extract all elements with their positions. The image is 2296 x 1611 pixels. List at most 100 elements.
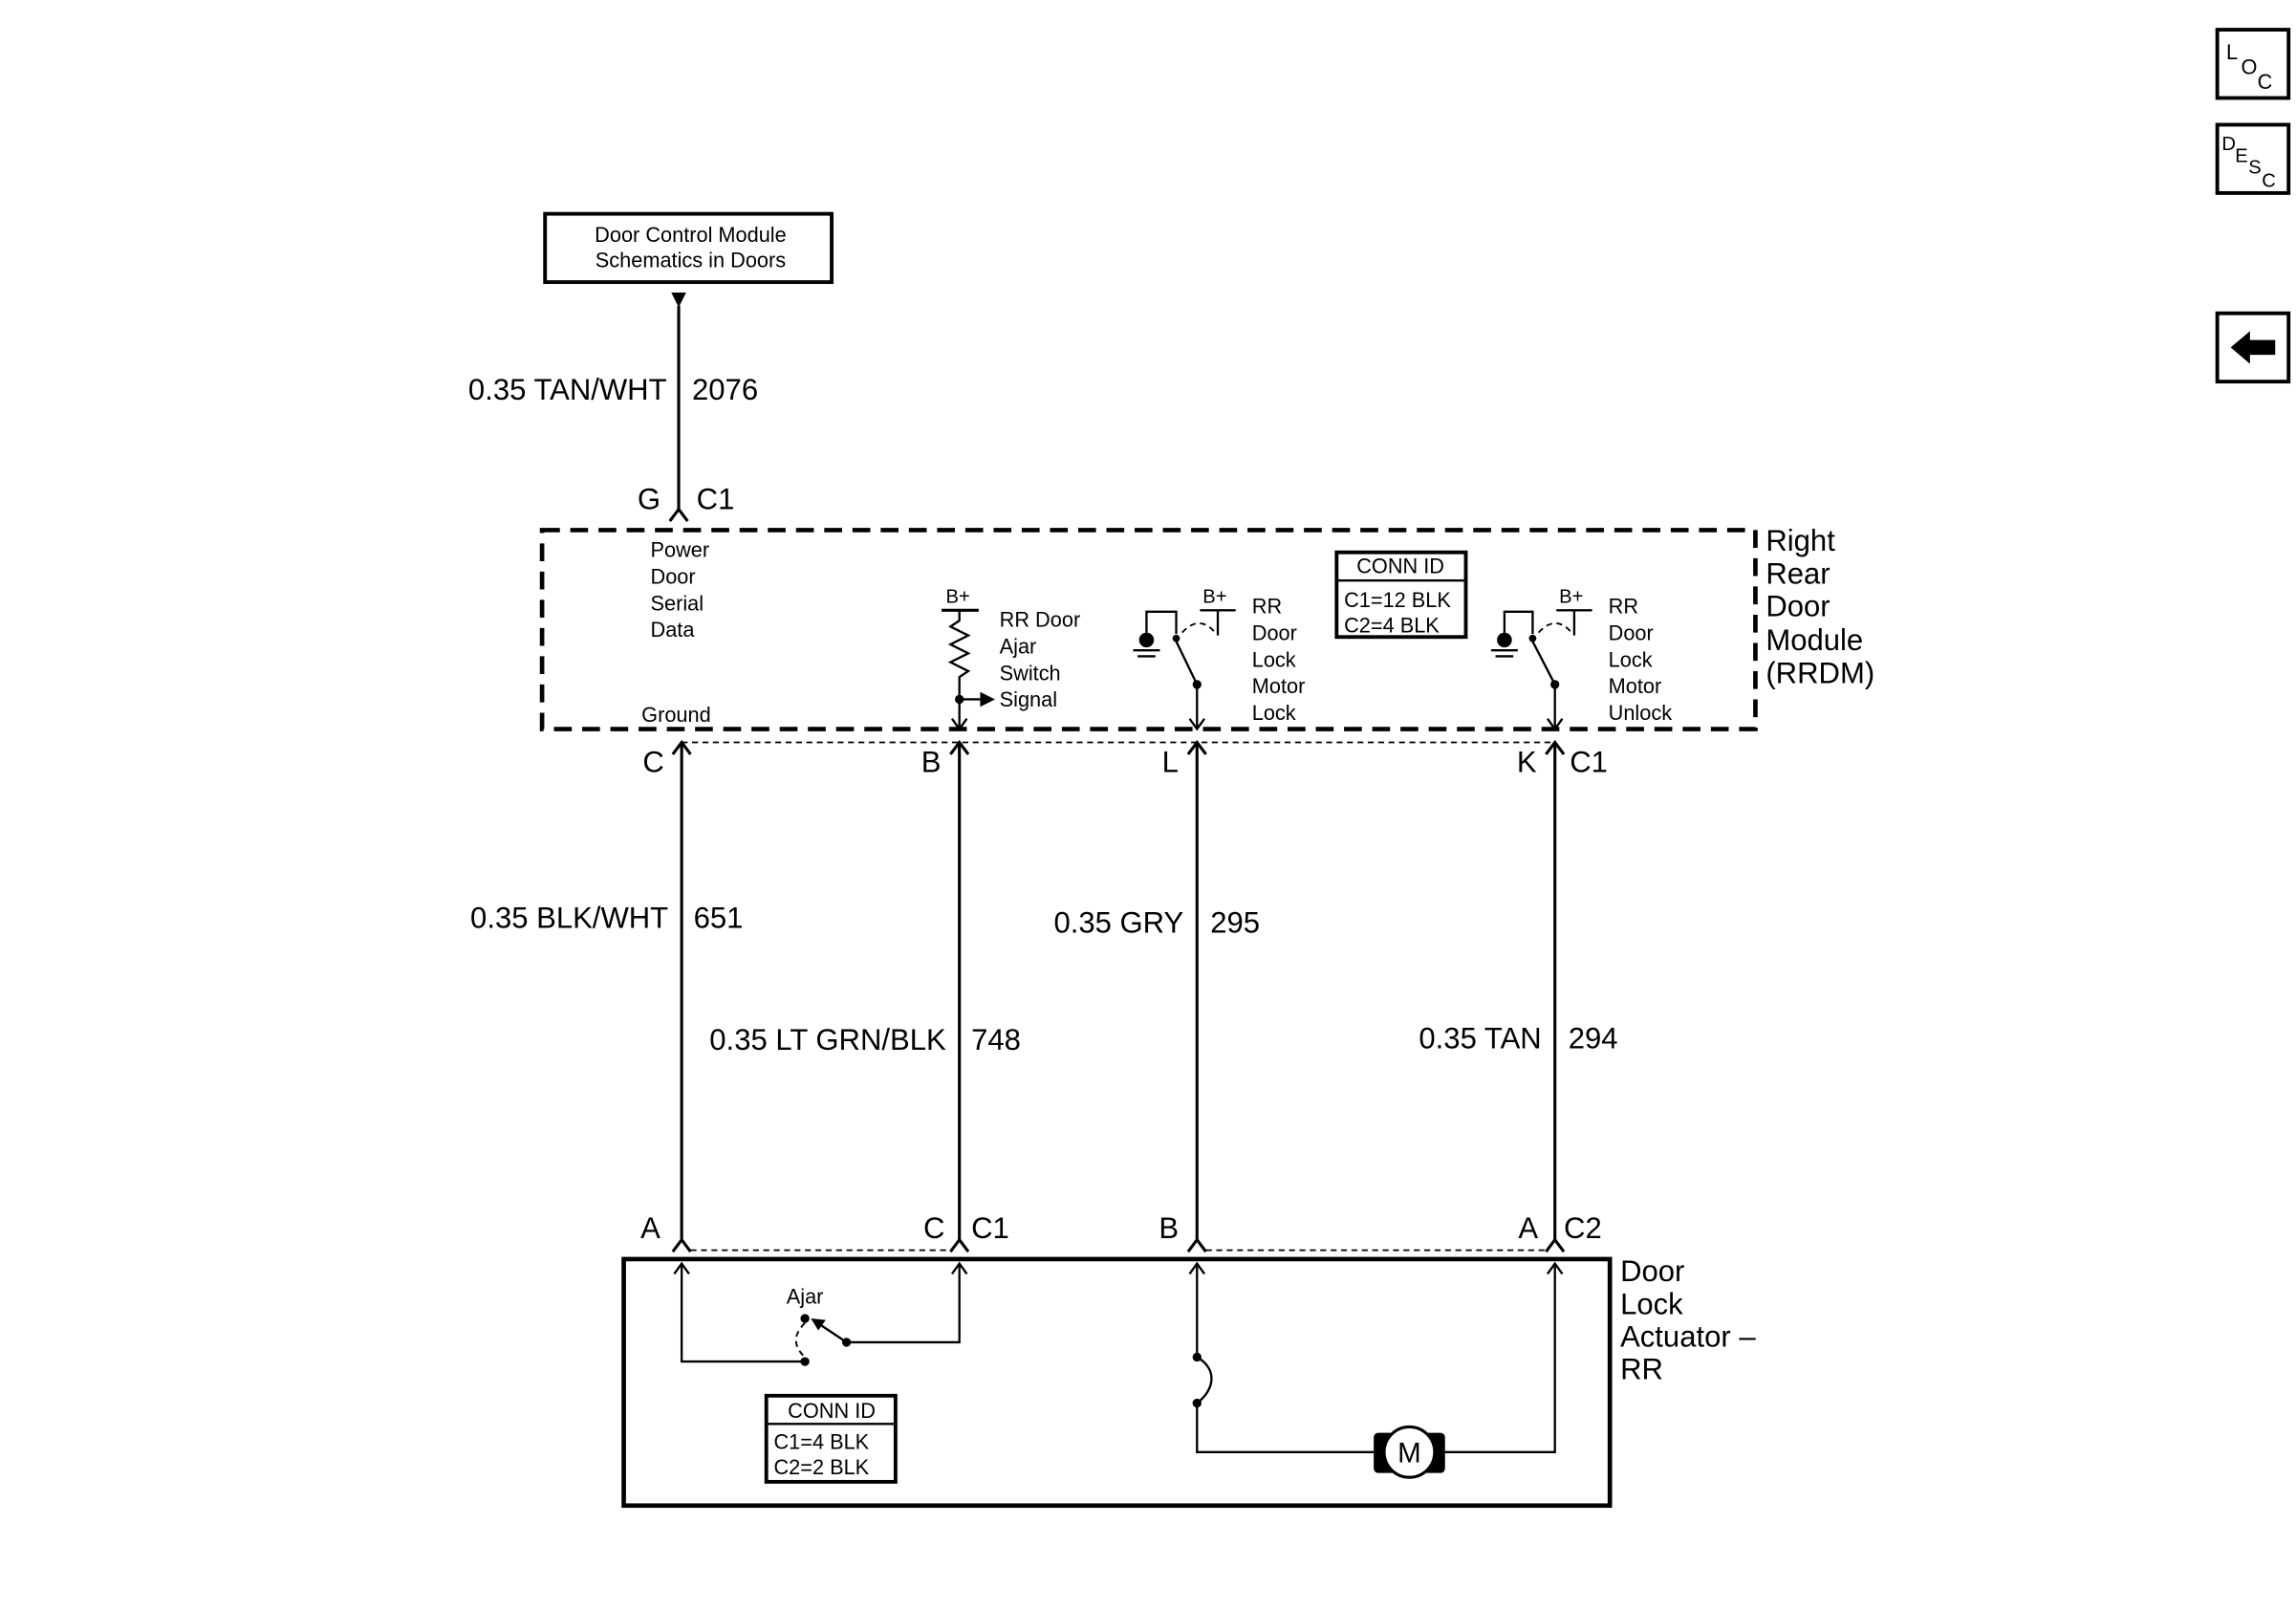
- b-plus-label: B+: [945, 587, 969, 608]
- serial-data-label: Serial: [651, 591, 704, 615]
- lock-motor-label: RR: [1252, 594, 1282, 618]
- reference-box-line2: Schematics in Doors: [596, 249, 786, 272]
- motor-label: M: [1397, 1438, 1421, 1469]
- connector-terminal: [1186, 1237, 1207, 1253]
- loc-button[interactable]: L O C: [2215, 28, 2291, 100]
- unlock-motor-label: Unlock: [1609, 701, 1673, 725]
- back-button[interactable]: [2215, 311, 2291, 384]
- wire-748-gauge-color: 0.35 LT GRN/BLK: [709, 1023, 946, 1056]
- pin-label: K: [1517, 746, 1537, 779]
- module-name-line: Rear: [1765, 556, 1830, 590]
- wire-294-circuit: 294: [1569, 1021, 1618, 1055]
- switch-travel-arc: [794, 1322, 806, 1359]
- contact-dot: [800, 1314, 810, 1323]
- ajar-label: Ajar: [787, 1285, 824, 1309]
- module-name-line: (RRDM): [1765, 656, 1874, 689]
- ground-icon: [1497, 632, 1512, 648]
- module-terminal: [1188, 717, 1205, 731]
- loc-letter: L: [2226, 40, 2238, 64]
- desc-letter: C: [2262, 171, 2276, 192]
- pin-label: B: [921, 746, 942, 779]
- ajar-switch-ground-line: [680, 1263, 806, 1363]
- motor-feed-line: [1196, 1403, 1375, 1453]
- desc-letter: E: [2235, 145, 2247, 166]
- connector-c1-label: C1: [1570, 746, 1608, 779]
- pin-label: A: [640, 1211, 661, 1245]
- wire-748-circuit: 748: [971, 1023, 1021, 1056]
- loc-letter: O: [2242, 55, 2258, 79]
- b-plus-bar: [1556, 609, 1592, 636]
- ground-icon: [1133, 649, 1160, 658]
- module-conn-id-line: C2=4 BLK: [1344, 614, 1440, 638]
- ajar-switch-label: Switch: [1000, 661, 1061, 685]
- down-arrow-icon: [671, 292, 686, 308]
- ground-icon: [1138, 632, 1155, 648]
- desc-button-frame[interactable]: [2215, 122, 2291, 195]
- unlock-motor-label: Lock: [1609, 647, 1653, 671]
- connector-c1-label: C1: [697, 483, 735, 516]
- switch-travel-arc: [1181, 621, 1218, 635]
- switch-travel-arc: [1537, 621, 1574, 635]
- wire-2076-gauge-color: 0.35 TAN/WHT: [468, 373, 667, 406]
- desc-letter: D: [2221, 134, 2236, 155]
- contact-dot: [1528, 634, 1537, 642]
- lock-switch-contact: [1145, 610, 1178, 635]
- ground-label: Ground: [641, 703, 711, 727]
- actuator-conn-id-line: C2=2 BLK: [773, 1455, 869, 1479]
- unlock-motor-label: RR: [1609, 594, 1638, 618]
- contact-dot: [800, 1357, 810, 1366]
- pin-label: A: [1518, 1211, 1538, 1245]
- actuator-conn-id-line: C1=4 BLK: [773, 1430, 869, 1454]
- pin-label: L: [1162, 746, 1179, 779]
- actuator-conn-id-header: CONN ID: [788, 1399, 876, 1423]
- reference-box-line1: Door Control Module: [595, 223, 787, 247]
- unlock-switch-blade: [1531, 641, 1556, 686]
- ground-icon: [1490, 649, 1518, 658]
- b-plus-bar: [1200, 609, 1236, 636]
- ajar-switch-label: Ajar: [1000, 634, 1037, 658]
- loc-button-frame[interactable]: [2215, 28, 2291, 100]
- actuator-name-line: Lock: [1620, 1287, 1683, 1320]
- pin-label: C: [642, 746, 663, 779]
- actuator-name-line: RR: [1620, 1353, 1663, 1386]
- b-plus-label: B+: [1202, 587, 1226, 608]
- wire-295-gauge-color: 0.35 GRY: [1053, 905, 1183, 939]
- module-conn-id-header: CONN ID: [1356, 554, 1444, 577]
- ajar-switch-label: Signal: [1000, 687, 1057, 711]
- door-control-module-reference-link[interactable]: Door Control Module Schematics in Doors: [543, 211, 834, 285]
- reference-box-frame[interactable]: [543, 211, 834, 285]
- pin-label: B: [1159, 1211, 1179, 1245]
- wire-2076-circuit: 2076: [692, 373, 758, 406]
- limit-switch-icon: [1196, 1356, 1213, 1404]
- motor-return-line: [1444, 1263, 1556, 1453]
- module-conn-id-box: [1334, 550, 1468, 640]
- lock-motor-label: Lock: [1252, 701, 1296, 725]
- contact-dot: [1172, 634, 1180, 642]
- left-arrow-icon[interactable]: [2230, 331, 2276, 364]
- lock-motor-label: Motor: [1252, 674, 1306, 698]
- desc-button[interactable]: D E S C: [2215, 122, 2291, 195]
- wire-295-circuit: 295: [1210, 905, 1260, 939]
- pullup-resistor: [947, 610, 971, 729]
- ajar-switch-blade: [818, 1323, 848, 1343]
- signal-arrow-icon: [980, 691, 995, 708]
- wire-294-gauge-color: 0.35 TAN: [1419, 1021, 1541, 1055]
- pin-g-label: G: [638, 483, 661, 516]
- connector-terminal: [671, 1237, 692, 1253]
- ajar-switch-signal-line: [846, 1263, 961, 1344]
- serial-data-label: Power: [651, 537, 710, 561]
- unlock-motor-label: Door: [1609, 620, 1654, 644]
- module-name-line: Door: [1765, 589, 1830, 622]
- pin-label: C: [923, 1211, 944, 1245]
- switch-arrow-icon: [811, 1318, 826, 1331]
- motor-icon: [1382, 1425, 1437, 1479]
- lock-switch-blade: [1175, 641, 1199, 686]
- lock-motor-label: Door: [1252, 620, 1297, 644]
- b-plus-label: B+: [1559, 587, 1583, 608]
- actuator-conn-id-box: [764, 1393, 898, 1484]
- module-conn-id-line: C1=12 BLK: [1344, 588, 1451, 612]
- module-name-line: Right: [1765, 524, 1835, 557]
- serial-data-label: Door: [651, 564, 696, 588]
- unlock-motor-label: Motor: [1609, 674, 1662, 698]
